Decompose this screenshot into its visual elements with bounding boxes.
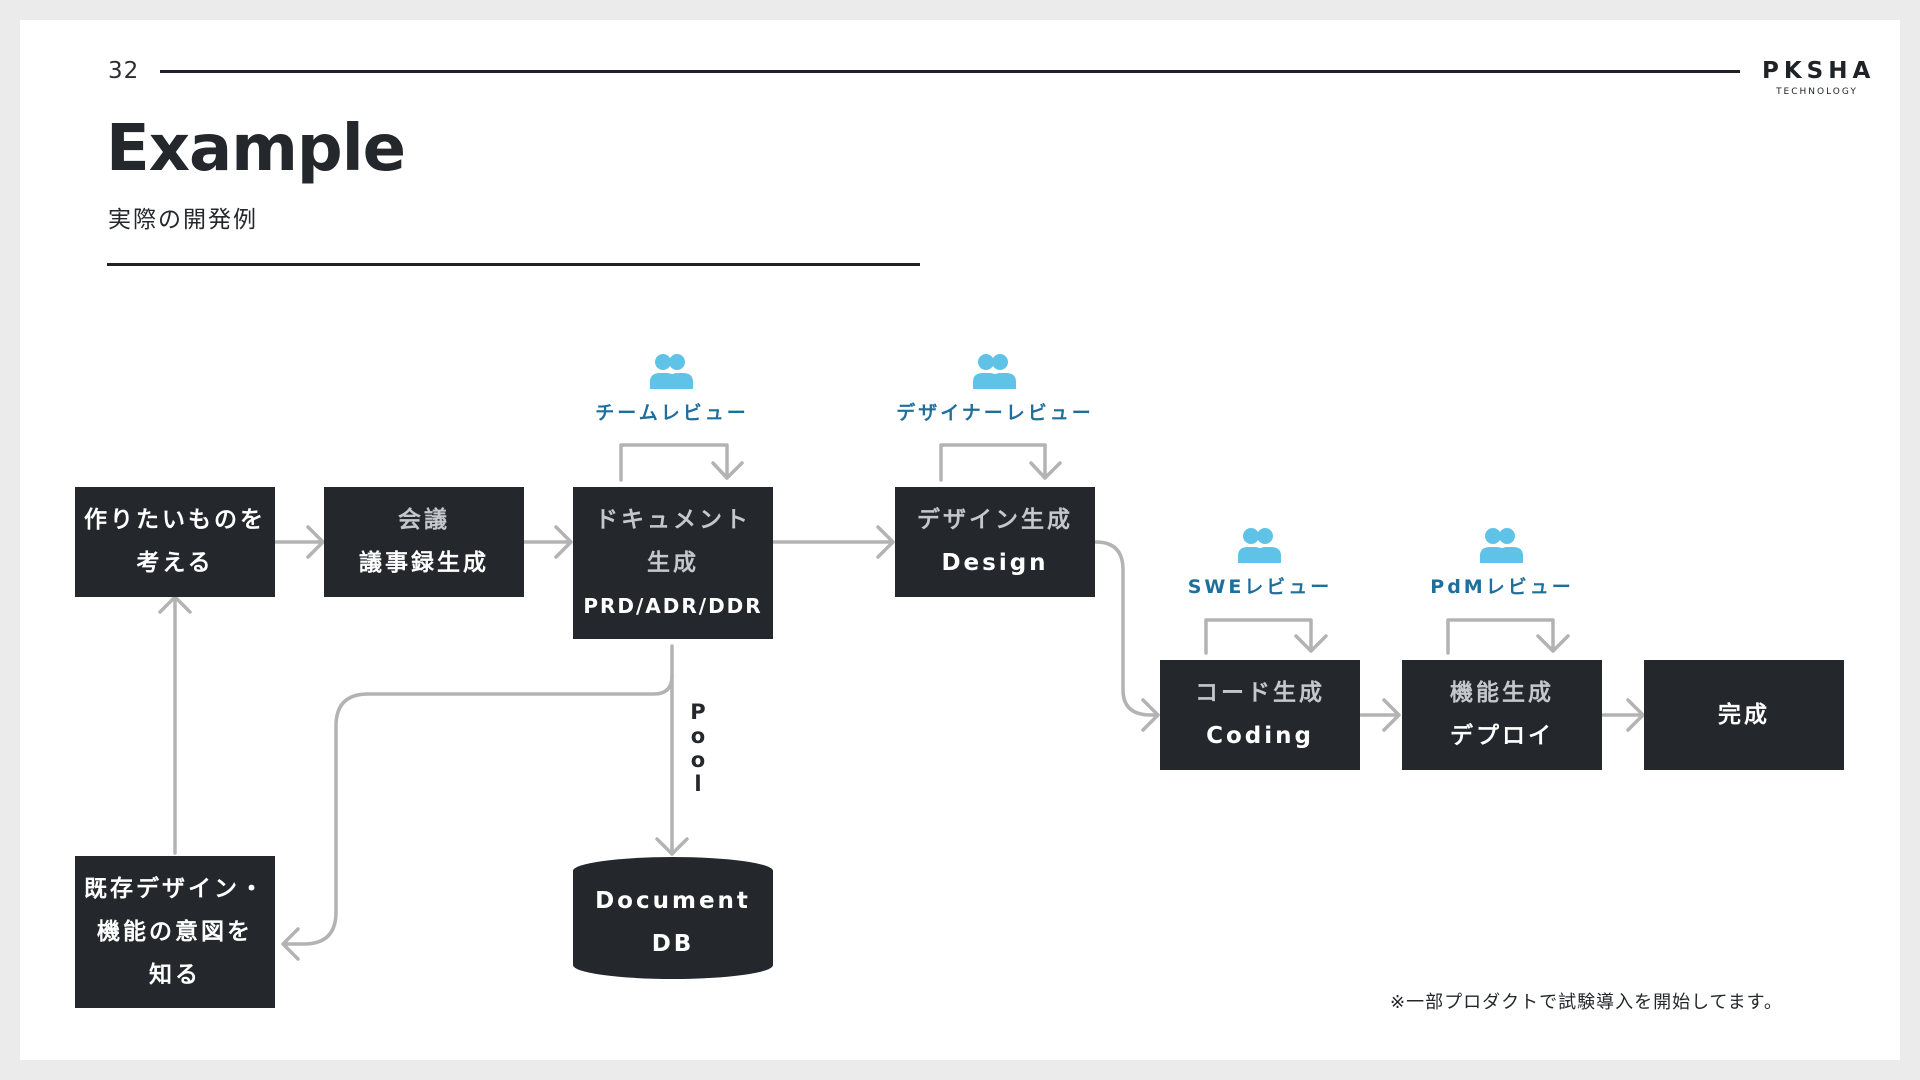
pool-label: P o o l (690, 700, 706, 796)
loop-team-review (619, 443, 744, 482)
box-idea: 作りたいものを 考える (75, 487, 275, 597)
header-rule (160, 70, 1740, 73)
logo-word: PKSHA (1762, 58, 1876, 84)
arrow-existing-to-idea (158, 595, 192, 855)
review-swe: SWEレビュー (1160, 526, 1360, 599)
logo-sub: TECHNOLOGY (1776, 87, 1858, 97)
box-meeting: 会議 議事録生成 (324, 487, 524, 597)
logo: PKSHA TECHNOLOGY (1762, 58, 1872, 98)
title-rule (107, 263, 920, 266)
box-existing-intent: 既存デザイン・ 機能の意図を 知る (75, 856, 275, 1008)
box-coding: コード生成 Coding (1160, 660, 1360, 770)
arrow-docgen-to-db (655, 674, 689, 856)
document-db-cylinder (573, 857, 773, 979)
arrow-coding-to-feature (1359, 698, 1401, 732)
review-team-label: チームレビュー (595, 402, 749, 424)
box-done: 完成 (1644, 660, 1844, 770)
page-subtitle: 実際の開発例 (108, 207, 258, 233)
people-icon (973, 354, 1016, 389)
page-title: Example (106, 112, 406, 186)
arrow-design-to-coding (1094, 540, 1160, 732)
page-number: 32 (108, 58, 140, 84)
box-document-generation: ドキュメント 生成 PRD/ADR/DDR (573, 487, 773, 639)
footnote: ※一部プロダクトで試験導入を開始してます。 (1390, 992, 1783, 1013)
loop-designer-review (939, 443, 1062, 482)
box-design: デザイン生成 Design (895, 487, 1095, 597)
review-pdm: PdMレビュー (1402, 526, 1602, 599)
arrow-idea-to-meeting (274, 525, 325, 559)
arrow-meeting-to-docgen (522, 525, 573, 559)
loop-swe-review (1204, 618, 1328, 655)
people-icon (650, 354, 693, 389)
review-swe-label: SWEレビュー (1187, 576, 1333, 598)
review-pdm-label: PdMレビュー (1430, 576, 1574, 598)
people-icon (1238, 528, 1281, 563)
arrow-docgen-to-design (771, 525, 895, 559)
arrow-feature-to-done (1601, 698, 1645, 732)
people-icon (1480, 528, 1523, 563)
document-db-label: Document DB (595, 888, 751, 957)
arrow-docgen-to-existing (281, 644, 674, 961)
review-team: チームレビュー (572, 352, 772, 425)
review-designer-label: デザイナーレビュー (896, 402, 1094, 424)
loop-pdm-review (1446, 618, 1570, 655)
review-designer: デザイナーレビュー (865, 352, 1125, 425)
box-feature: 機能生成 デプロイ (1402, 660, 1602, 770)
